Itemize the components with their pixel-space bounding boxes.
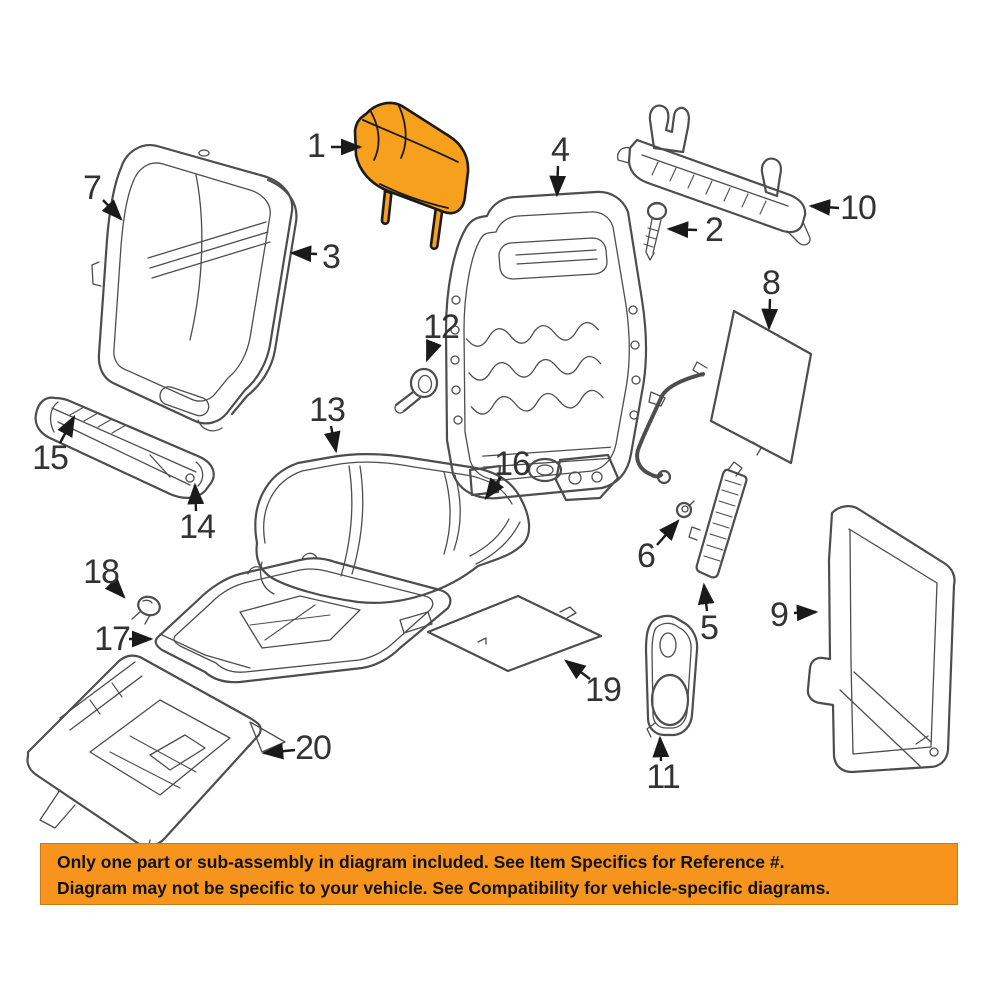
part-side-trim xyxy=(688,461,748,579)
callout-12: 12 xyxy=(423,308,460,363)
callout-arrow xyxy=(656,519,680,546)
callout-label: 6 xyxy=(637,537,655,575)
callout-9: 9 xyxy=(770,596,819,634)
disclaimer-banner: Only one part or sub-assembly in diagram… xyxy=(40,843,958,905)
callout-arrow xyxy=(808,198,840,216)
part-grommet xyxy=(675,500,695,519)
part-flat-panel xyxy=(692,309,813,465)
part-side-shield xyxy=(644,614,699,738)
callout-arrow xyxy=(793,604,819,622)
callout-arrow xyxy=(104,577,126,599)
callout-arrow xyxy=(323,425,341,454)
callout-5: 5 xyxy=(697,582,719,647)
callout-label: 19 xyxy=(585,671,621,709)
callout-19: 19 xyxy=(564,659,622,709)
callout-label: 13 xyxy=(309,391,345,429)
callout-arrow xyxy=(261,742,296,760)
callout-label: 14 xyxy=(179,508,215,546)
callout-label: 17 xyxy=(94,620,130,658)
callout-11: 11 xyxy=(646,735,681,796)
callout-arrow xyxy=(289,245,318,263)
callout-label: 11 xyxy=(646,758,679,796)
callout-13: 13 xyxy=(309,391,346,454)
part-floor-pad xyxy=(426,594,603,673)
callout-8: 8 xyxy=(761,264,781,331)
callout-label: 4 xyxy=(551,131,569,169)
part-seat-back-frame xyxy=(444,190,648,502)
callout-7: 7 xyxy=(83,169,123,221)
callout-10: 10 xyxy=(808,189,877,227)
callout-3: 3 xyxy=(289,238,341,276)
part-cable xyxy=(635,372,705,485)
callout-1: 1 xyxy=(307,127,363,165)
part-seat-base-frame xyxy=(26,654,286,863)
callout-arrow xyxy=(57,414,76,444)
part-knob xyxy=(131,595,161,625)
part-upper-bracket xyxy=(616,104,811,246)
part-pivot-bushing xyxy=(394,367,439,414)
callout-arrow xyxy=(564,659,591,680)
callout-20: 20 xyxy=(261,729,332,767)
callout-label: 12 xyxy=(423,308,459,346)
callout-label: 15 xyxy=(32,439,68,477)
callout-label: 2 xyxy=(705,211,723,249)
callout-arrow xyxy=(484,476,504,500)
callout-arrow xyxy=(697,582,715,612)
callout-label: 3 xyxy=(322,238,340,276)
callout-16: 16 xyxy=(484,445,531,500)
callout-arrow xyxy=(761,298,779,331)
callout-label: 16 xyxy=(494,445,530,483)
callout-15: 15 xyxy=(32,414,76,477)
disclaimer-line-2: Diagram may not be specific to your vehi… xyxy=(57,878,831,898)
callout-label: 7 xyxy=(83,169,101,207)
part-screw xyxy=(643,201,668,261)
callout-6: 6 xyxy=(637,519,680,575)
callout-label: 1 xyxy=(307,127,325,165)
callout-arrow xyxy=(101,199,123,221)
part-seat-back-cushion xyxy=(91,144,298,432)
part-seat-back-panel xyxy=(806,505,956,774)
callout-4: 4 xyxy=(549,131,570,198)
callout-label: 9 xyxy=(770,596,788,634)
part-seat-pan xyxy=(154,552,452,684)
callout-arrow xyxy=(187,482,205,512)
callout-18: 18 xyxy=(83,553,126,599)
callout-label: 10 xyxy=(840,189,876,227)
part-seat-cushion xyxy=(254,453,531,604)
part-headrest-highlighted xyxy=(353,101,470,251)
callout-label: 20 xyxy=(295,729,331,767)
callout-14: 14 xyxy=(179,482,216,546)
callout-arrow xyxy=(425,339,442,363)
callout-arrow xyxy=(666,221,698,239)
callout-arrow xyxy=(549,165,567,198)
callout-label: 18 xyxy=(83,553,119,591)
callout-label: 5 xyxy=(700,609,718,647)
callout-2: 2 xyxy=(666,211,724,249)
disclaimer-line-1: Only one part or sub-assembly in diagram… xyxy=(57,852,785,872)
callout-17: 17 xyxy=(94,620,154,658)
callout-label: 8 xyxy=(762,264,780,302)
callout-arrow xyxy=(652,735,670,762)
